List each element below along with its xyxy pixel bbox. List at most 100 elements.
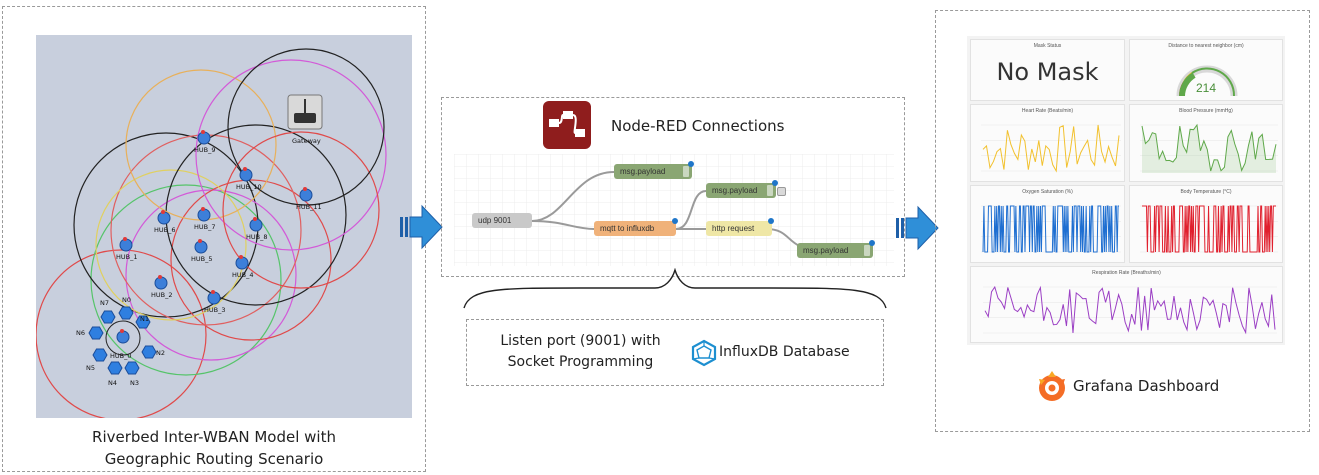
hub-label: HUB_4 [232, 271, 254, 279]
nodered-http-node[interactable]: http request [706, 218, 774, 236]
hub-node: HUB_1 [116, 237, 138, 261]
left-caption-line2: Geographic Routing Scenario [104, 450, 324, 468]
hub-node: HUB_3 [204, 290, 226, 314]
wban-cluster [105, 320, 141, 356]
listen-port-box [466, 319, 884, 386]
respiration-panel: Respiration Rate (Breaths/min) [970, 266, 1283, 343]
hub-label: HUB_7 [194, 223, 216, 231]
series-line [982, 124, 1120, 173]
mask-status-title: Mask Status [1033, 43, 1062, 49]
udp-node-label: udp 9001 [478, 216, 512, 225]
wban-sensor-node: N0 [118, 296, 134, 320]
hub-node: HUB_4 [232, 255, 254, 279]
series-line [984, 285, 1276, 335]
range-circle [36, 249, 207, 418]
wban-sensor-node: N7 [100, 299, 116, 324]
distance-gauge [1176, 65, 1238, 97]
blood-pressure-title: Blood Pressure (mmHg) [1179, 108, 1233, 114]
nodered-debug-node-3[interactable]: msg.payload [797, 240, 875, 258]
range-circle [195, 59, 387, 251]
wban-label: N5 [86, 364, 95, 372]
oxygen-title: Oxygen Saturation (%) [1022, 189, 1073, 195]
nodered-logo-icon [543, 101, 591, 149]
heart-rate-title: Heart Rate (Beats/min) [1021, 108, 1074, 114]
series-line [1141, 123, 1277, 172]
hub-label: HUB_8 [246, 233, 268, 241]
wban-label: N1 [140, 315, 149, 323]
http-node-label: http request [712, 224, 755, 233]
hub-node: HUB_8 [246, 217, 268, 241]
left-caption: Riverbed Inter-WBAN Model with Geographi… [2, 426, 426, 470]
hub-label: HUB_11 [296, 203, 322, 211]
blood-pressure-panel: Blood Pressure (mmHg) [1129, 104, 1283, 182]
wban-label: N6 [76, 329, 85, 337]
grafana-panel [935, 10, 1310, 432]
hub-node: HUB_9 [194, 130, 216, 154]
wban-label: N3 [130, 379, 139, 387]
hub-label: HUB_5 [191, 255, 213, 263]
hub-node: HUB_11 [296, 187, 322, 211]
debug-node-1-label: msg.payload [620, 167, 666, 176]
range-circle [95, 169, 247, 321]
temperature-title: Body Temperature (°C) [1180, 189, 1232, 195]
oxygen-panel: Oxygen Saturation (%) [970, 185, 1125, 263]
flow-arrow-right-icon [896, 205, 939, 251]
range-circle [125, 189, 297, 361]
hub-label: HUB_3 [204, 306, 226, 314]
nodered-debug-node-2[interactable]: msg.payload [706, 180, 786, 198]
respiration-title: Respiration Rate (Breaths/min) [1092, 270, 1161, 276]
hub-label: HUB_1 [116, 253, 138, 261]
mqtt-node-label: mqtt to influxdb [600, 224, 655, 233]
listen-line1: Listen port (9001) with [500, 333, 661, 349]
nodered-udp-node[interactable]: udp 9001 [472, 213, 532, 228]
influxdb-label: InfluxDB Database [719, 344, 850, 360]
oxygen-chart [981, 205, 1121, 253]
series-line [1142, 205, 1276, 253]
hub-label: HUB_10 [236, 183, 262, 191]
listen-line2: Socket Programming [507, 354, 654, 370]
hub-label: HUB_0 [110, 352, 132, 360]
hub-node [116, 329, 130, 344]
wban-label: N7 [100, 299, 109, 307]
wire [531, 220, 595, 230]
respiration-chart [983, 285, 1277, 335]
flow-arrow-right-icon [400, 204, 443, 250]
grafana-logo-icon [1039, 371, 1065, 401]
heart-rate-chart [981, 124, 1121, 173]
grafana-caption: Grafana Dashboard [1073, 377, 1220, 395]
wban-label: N0 [122, 296, 131, 304]
hub-node: HUB_7 [194, 207, 216, 231]
wban-label: N4 [108, 379, 117, 387]
temperature-panel: Body Temperature (°C) [1129, 185, 1283, 263]
heart-rate-panel: Heart Rate (Beats/min) [970, 104, 1125, 182]
distance-value: 214 [1195, 81, 1217, 95]
riverbed-simulation-canvas: Gateway HUB_9HUB_10HUB_11HUB_7HUB_6HUB_8… [36, 35, 412, 418]
wban-sensor-node: N4 [107, 361, 123, 387]
wire [531, 171, 615, 222]
wban-sensor-node: N6 [76, 326, 104, 340]
wban-label: N2 [156, 349, 165, 357]
range-circle [227, 48, 385, 206]
blood-pressure-chart [1140, 123, 1278, 173]
grouping-brace [463, 268, 887, 309]
hub-node: HUB_5 [191, 239, 213, 263]
left-caption-line1: Riverbed Inter-WBAN Model with [92, 428, 336, 446]
listen-port-text: Listen port (9001) with Socket Programmi… [488, 331, 673, 373]
hub-label: HUB_2 [151, 291, 173, 299]
mask-status-value: No Mask [996, 58, 1099, 86]
gateway-router-icon [287, 94, 323, 130]
range-circle [222, 131, 380, 289]
influxdb-icon [691, 339, 717, 367]
distance-title: Distance to nearest neighbor (cm) [1168, 43, 1244, 49]
wban-sensor-node: N2 [141, 345, 165, 359]
mask-status-panel: Mask Status No Mask [970, 39, 1125, 101]
hub-node: HUB_2 [151, 275, 173, 299]
debug-node-2-label: msg.payload [712, 186, 758, 195]
wban-sensor-node: N5 [86, 348, 108, 372]
temperature-chart [1140, 205, 1278, 253]
nodered-mqtt-node[interactable]: mqtt to influxdb [594, 218, 678, 236]
range-circle [90, 184, 282, 376]
nodered-title: Node-RED Connections [611, 117, 785, 135]
nodered-debug-node-1[interactable]: msg.payload [614, 161, 694, 179]
wban-sensor-node: N1 [135, 315, 151, 329]
